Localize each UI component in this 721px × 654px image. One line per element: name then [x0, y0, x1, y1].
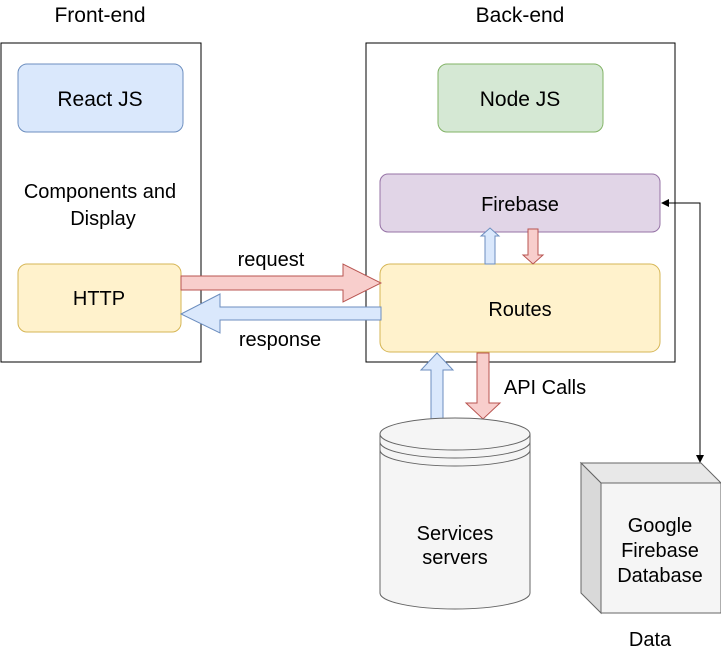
data-caption: Data: [629, 629, 672, 651]
routes-to-firebase-arrow: [479, 227, 501, 265]
backend-title: Back-end: [476, 4, 565, 27]
http-box: [17, 263, 182, 333]
firebase-database-connector: [661, 199, 704, 463]
services-to-routes-arrow: [419, 352, 455, 420]
firebase-to-routes-arrow: [521, 228, 545, 265]
http-label: HTTP: [73, 288, 125, 310]
services-servers-cylinder: [379, 417, 531, 610]
database-label-line1: Google: [628, 515, 693, 537]
api-calls-label: API Calls: [504, 377, 586, 399]
response-label: response: [239, 329, 321, 351]
components-label-line1: Components and: [24, 181, 176, 203]
react-js-box: [17, 63, 184, 133]
routes-label: Routes: [488, 299, 551, 321]
node-js-label: Node JS: [480, 88, 561, 111]
database-label-line3: Database: [617, 565, 703, 587]
database-label-line2: Firebase: [621, 540, 699, 562]
firebase-box: [379, 173, 661, 233]
firebase-database-cube: [579, 461, 721, 615]
react-js-label: React JS: [57, 88, 142, 111]
firebase-label: Firebase: [481, 194, 559, 216]
services-label-line1: Services: [417, 523, 494, 545]
api-calls-arrow: [464, 352, 502, 420]
response-arrow: [179, 293, 382, 334]
request-label: request: [238, 249, 305, 271]
frontend-title: Front-end: [54, 4, 145, 27]
components-label-line2: Display: [70, 208, 136, 230]
node-js-box: [437, 63, 604, 133]
request-arrow: [180, 263, 383, 303]
services-label-line2: servers: [422, 547, 488, 569]
